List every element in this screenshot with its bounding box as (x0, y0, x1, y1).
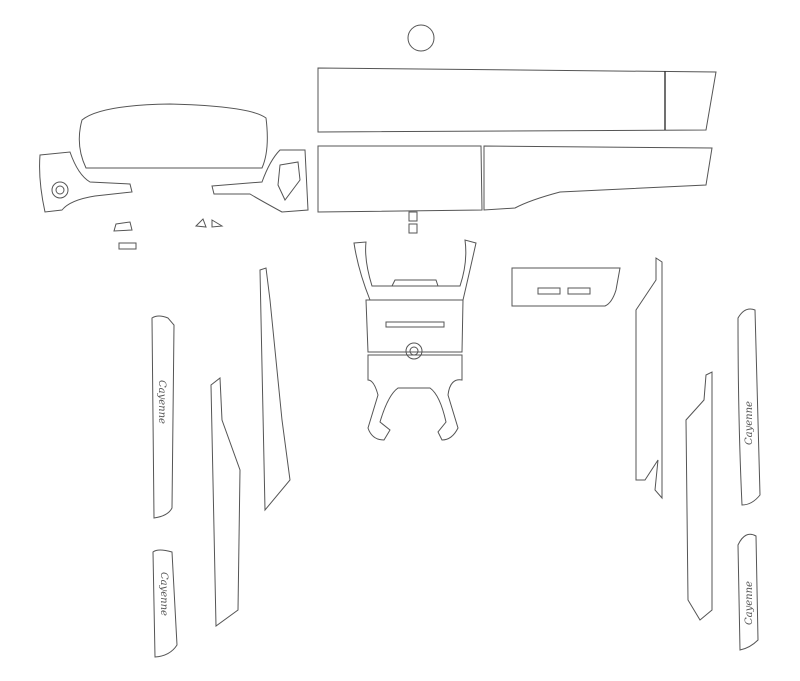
instrument-cluster-surround (39, 103, 309, 213)
top-round-piece (407, 24, 435, 52)
door-sill-front-left: Cayenne (151, 315, 175, 519)
sill-logo-text: Cayenne (158, 572, 169, 616)
sill-logo-text: Cayenne (744, 581, 755, 625)
lower-dash-panel-left (317, 145, 483, 213)
small-button-pieces (113, 211, 418, 250)
vent-panel (511, 267, 621, 307)
door-sill-rear-right: Cayenne (737, 533, 759, 651)
door-sill-front-right: Cayenne (737, 308, 761, 506)
lower-dash-panel-right (483, 145, 713, 211)
upper-dash-panel (317, 67, 717, 133)
sill-logo-text: Cayenne (156, 380, 167, 424)
sill-logo-text: Cayenne (744, 401, 755, 445)
center-console (353, 239, 477, 441)
door-trim-strips (210, 257, 713, 627)
door-sill-rear-left: Cayenne (152, 549, 178, 658)
